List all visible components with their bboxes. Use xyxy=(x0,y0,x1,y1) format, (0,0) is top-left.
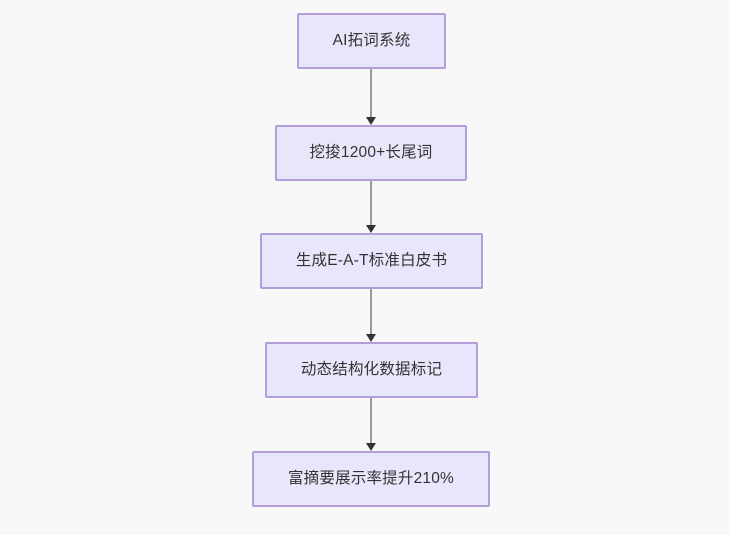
flow-node-label: 动态结构化数据标记 xyxy=(300,360,443,378)
flow-node-mine-longtail-keywords[interactable]: 挖捘1200+长尾词 xyxy=(275,125,467,181)
edge-line xyxy=(370,289,372,334)
flow-node-label: 挖捘1200+长尾词 xyxy=(309,143,433,161)
edge-line xyxy=(370,69,372,117)
arrowhead-icon xyxy=(366,334,376,342)
flow-node-generate-eat-whitepaper[interactable]: 生成E-A-T标准白皮书 xyxy=(260,233,483,289)
flow-node-label: 生成E-A-T标准白皮书 xyxy=(295,251,448,269)
arrowhead-icon xyxy=(366,443,376,451)
flow-node-dynamic-structured-data-markup[interactable]: 动态结构化数据标记 xyxy=(265,342,478,398)
arrowhead-icon xyxy=(366,225,376,233)
edge-line xyxy=(370,398,372,443)
edge-line xyxy=(370,181,372,225)
flow-node-ai-keyword-system[interactable]: AI拓词系统 xyxy=(297,13,446,69)
flow-node-label: 富摘要展示率提升210% xyxy=(287,469,455,487)
arrowhead-icon xyxy=(366,117,376,125)
flow-node-rich-snippet-rate-increase[interactable]: 富摘要展示率提升210% xyxy=(252,451,490,507)
flow-node-label: AI拓词系统 xyxy=(332,31,411,49)
